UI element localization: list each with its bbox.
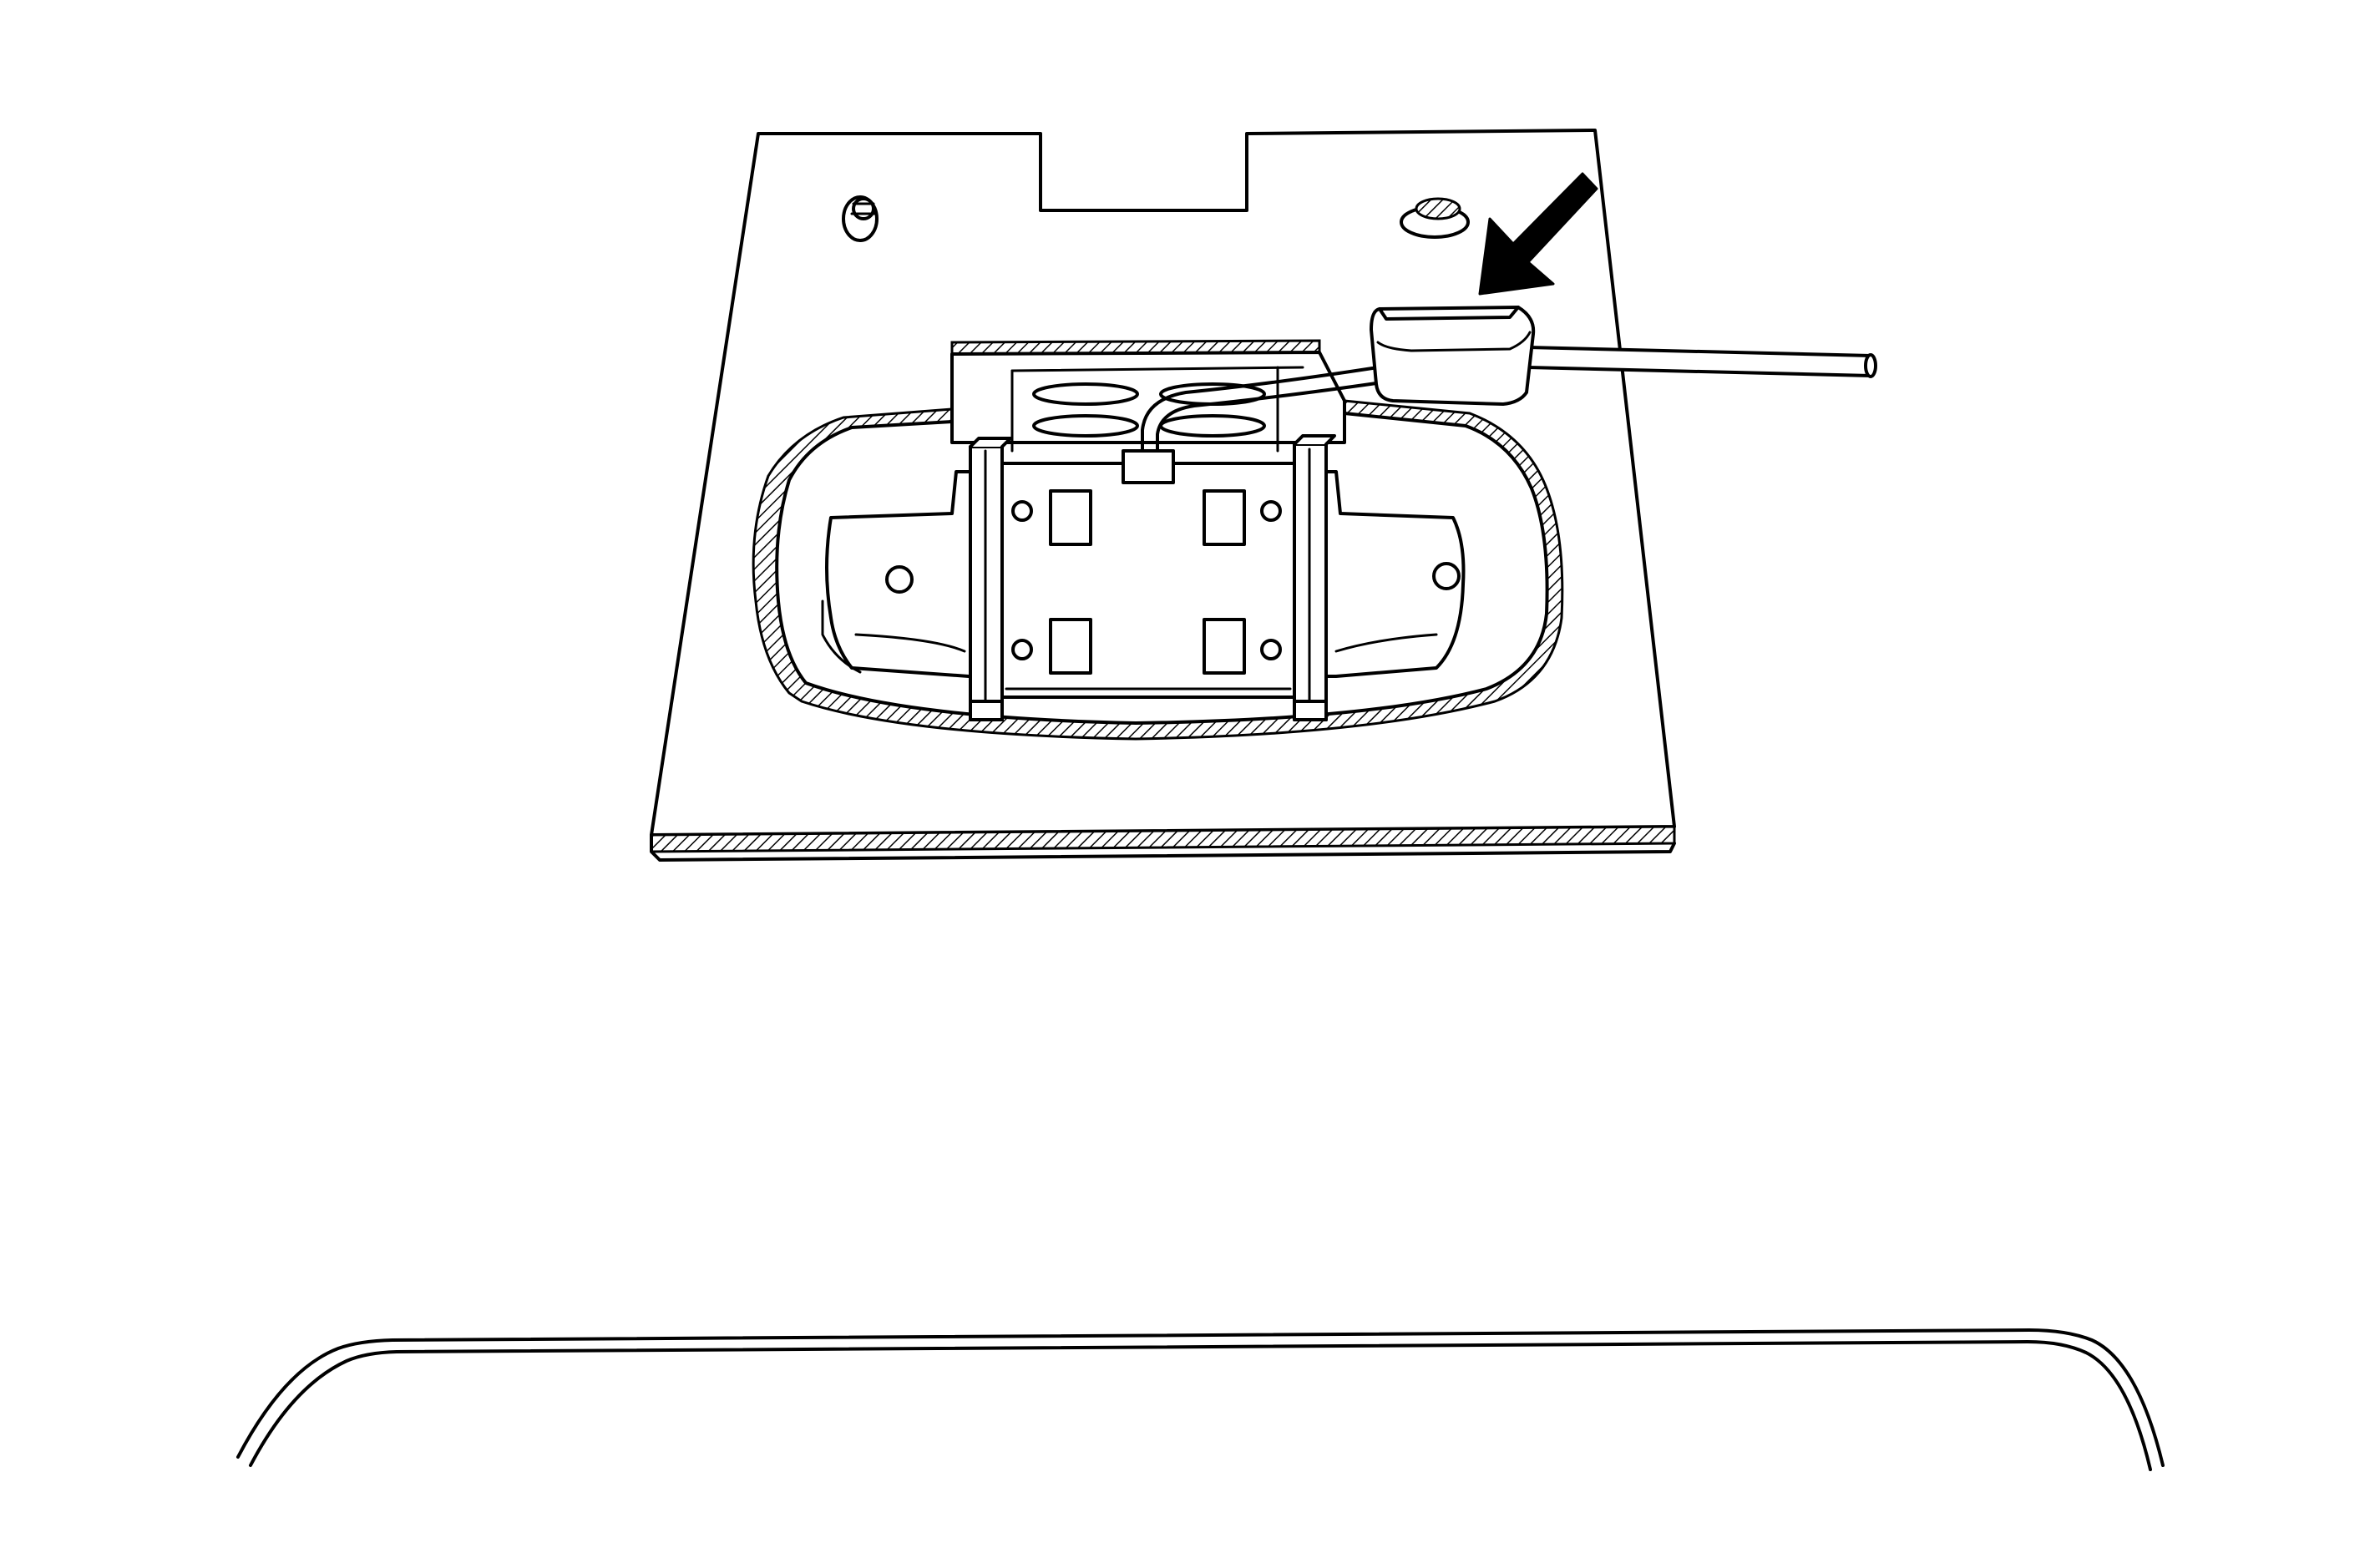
- socket-screw: [1011, 500, 1033, 522]
- left-stud: [842, 195, 879, 242]
- flange-bolt-hole-left: [885, 565, 914, 594]
- vent-slot: [1159, 414, 1266, 438]
- bulb-socket-plate: [1000, 462, 1296, 699]
- socket-terminal: [1049, 489, 1092, 546]
- plate-bottom-edge: [650, 833, 1676, 862]
- left-rail: [969, 437, 1012, 721]
- socket-screw: [1260, 639, 1282, 660]
- grommet-connector: [1370, 306, 1536, 406]
- flange-bolt-hole-right: [1432, 562, 1461, 590]
- wire-harness: [1141, 346, 1877, 453]
- light-housing: [752, 339, 1564, 741]
- socket-terminal: [1049, 618, 1092, 675]
- vehicle-body-outline: [236, 1328, 2165, 1471]
- right-stud: [1400, 197, 1470, 239]
- socket-terminal: [1203, 618, 1246, 675]
- socket-screw: [1260, 500, 1282, 522]
- socket-terminal: [1203, 489, 1246, 546]
- callout-arrow: [1478, 172, 1598, 296]
- wire-terminal-block: [1122, 449, 1175, 484]
- socket-screw: [1011, 639, 1033, 660]
- vent-slot: [1032, 382, 1139, 406]
- vent-slot: [1032, 414, 1139, 438]
